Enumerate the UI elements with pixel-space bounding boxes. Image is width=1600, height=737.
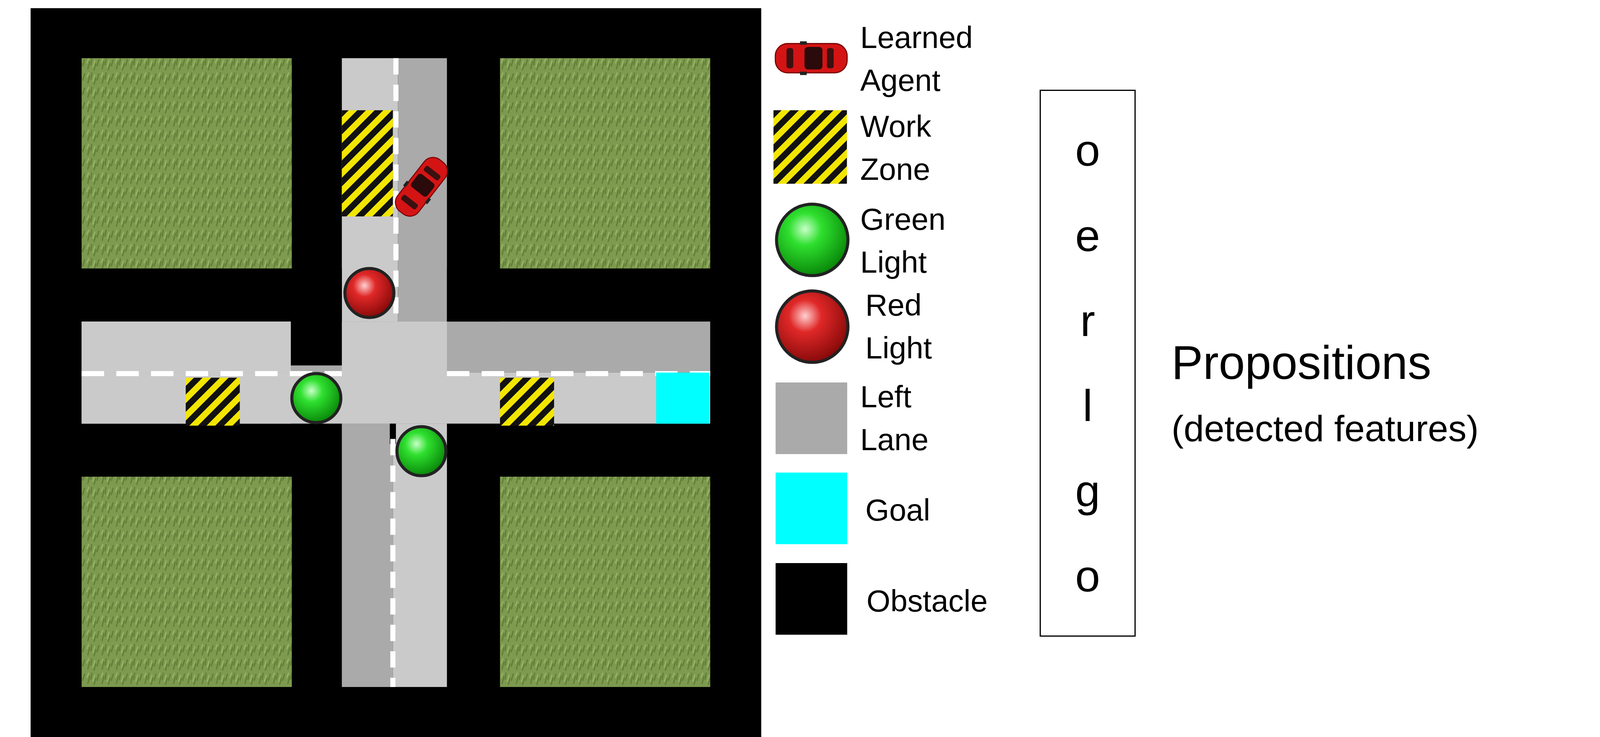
proposition-letter: o (1075, 124, 1100, 176)
proposition-letter: l (1082, 380, 1093, 432)
heading-label: Propositions (1171, 334, 1432, 391)
proposition-letter: o (1075, 550, 1100, 602)
proposition-letter: g (1075, 465, 1100, 517)
legend-label: Green Light (860, 197, 946, 284)
legend-label: Learned Agent (860, 16, 973, 102)
legend-label: Left Lane (860, 375, 929, 462)
legend-swatch (775, 563, 848, 635)
subheading-label: (detected features) (1171, 406, 1479, 451)
legend-swatch (775, 472, 848, 545)
legend-label: Obstacle (866, 579, 988, 623)
proposition-letter: e (1075, 210, 1100, 262)
legend-label: Work Zone (860, 105, 932, 191)
legend-label: Goal (865, 488, 931, 532)
proposition-box: oerlgo (1039, 89, 1136, 637)
proposition-letter: r (1080, 295, 1096, 347)
legend-swatch (775, 382, 848, 455)
legend-label: Red Light (865, 283, 932, 370)
